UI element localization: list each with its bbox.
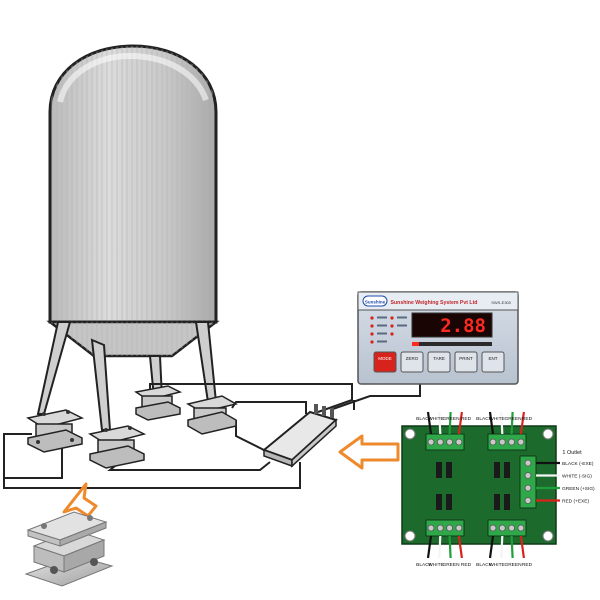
indicator-key-mode[interactable]: MODE xyxy=(373,351,397,373)
top-wire-label: BLACK xyxy=(416,416,433,422)
outlet-wire-label: GREEN (+SIG) xyxy=(562,486,595,492)
outlet-wire-label: WHITE (-SIG) xyxy=(562,474,592,480)
wire-white xyxy=(438,535,442,559)
trim-resistor-pair xyxy=(494,494,510,510)
wire-white xyxy=(500,535,504,559)
progress-led-bar xyxy=(412,342,492,346)
indicator-brand-logo: Sunshine xyxy=(365,300,386,305)
indicator-key-label: TARE xyxy=(433,356,445,361)
terminal-block xyxy=(487,433,527,451)
indicator-key-label: ENT xyxy=(489,356,498,361)
indicator-model: SWS-E300 xyxy=(491,300,512,305)
junction-box xyxy=(262,404,338,468)
top-wire-label: BLACK xyxy=(476,416,493,422)
trim-resistor-pair xyxy=(494,462,510,478)
wire-black xyxy=(488,535,495,559)
top-wire-label: WHITE xyxy=(489,416,504,422)
summing-board: 1 Outlet xyxy=(401,411,582,559)
bottom-wire-label: WHITE xyxy=(489,562,504,568)
outlet-wire-label: RED (+EXE) xyxy=(562,499,589,505)
outlet-title: 1 Outlet xyxy=(562,450,582,456)
indicator-key-ent[interactable]: ENT xyxy=(481,351,505,373)
bottom-wire-label: RED xyxy=(461,562,472,568)
top-wire-label: WHITE xyxy=(428,416,443,422)
indicator-key-label: PRINT xyxy=(459,356,473,361)
mounting-hole xyxy=(404,428,416,440)
top-wire-label: RED xyxy=(461,416,472,422)
load-cell-front-center xyxy=(88,425,147,469)
indicator-key-label: MODE xyxy=(378,356,392,361)
outlet-terminal-block xyxy=(519,455,537,509)
wire-red xyxy=(519,411,525,435)
top-wire-label: RED xyxy=(522,416,533,422)
bottom-wire-label: GREEN xyxy=(442,562,460,568)
trim-resistor-pair xyxy=(436,494,452,510)
wire-green xyxy=(448,535,452,559)
indicator-key-zero[interactable]: ZERO xyxy=(400,351,424,373)
terminal-block xyxy=(487,519,527,537)
wire-black xyxy=(426,535,433,559)
wire-green xyxy=(510,411,514,435)
wire-black xyxy=(426,411,433,435)
terminal-block xyxy=(425,519,465,537)
bottom-wire-label: BLACK xyxy=(416,562,433,568)
mounting-hole xyxy=(404,530,416,542)
load-cell-front-left xyxy=(26,409,85,453)
weight-display-reading: 2.88 xyxy=(440,315,486,337)
load-cell-back-center xyxy=(134,385,183,421)
wire-black xyxy=(488,411,495,435)
wire-green xyxy=(510,535,514,559)
wire-red xyxy=(457,535,463,559)
outlet-wire-label: BLACK (-EXE) xyxy=(562,461,594,467)
bottom-wire-label: WHITE xyxy=(428,562,443,568)
indicator-key-print[interactable]: PRINT xyxy=(454,351,478,373)
mounting-hole xyxy=(542,428,554,440)
weighing-indicator: Sunshine Sunshine Weighing System Pvt Lt… xyxy=(357,291,519,385)
load-cell-back-right xyxy=(185,395,239,435)
top-wire-label: GREEN xyxy=(442,416,460,422)
wire-white xyxy=(438,411,442,435)
bottom-wire-label: GREEN xyxy=(504,562,522,568)
top-wire-label: GREEN xyxy=(504,416,522,422)
load-cell-mount-photo xyxy=(24,511,114,587)
indicator-keypad: MODE ZERO TARE PRINT ENT xyxy=(373,351,505,373)
trim-resistor-pair xyxy=(436,462,452,478)
arrow-loadcell-up xyxy=(62,482,98,518)
arrow-board-to-junction-box xyxy=(338,434,400,470)
mounting-hole xyxy=(542,530,554,542)
indicator-key-label: ZERO xyxy=(406,356,419,361)
wire-red xyxy=(457,411,463,435)
bottom-wire-label: RED xyxy=(522,562,533,568)
wire-red xyxy=(519,535,525,559)
wire-green xyxy=(448,411,452,435)
wire-white xyxy=(500,411,504,435)
indicator-company-name: Sunshine Weighing System Pvt Ltd xyxy=(391,300,478,306)
indicator-key-tare[interactable]: TARE xyxy=(427,351,451,373)
silo xyxy=(46,44,220,358)
terminal-block xyxy=(425,433,465,451)
bottom-wire-label: BLACK xyxy=(476,562,493,568)
status-leds xyxy=(370,316,407,344)
weight-display xyxy=(411,312,493,338)
